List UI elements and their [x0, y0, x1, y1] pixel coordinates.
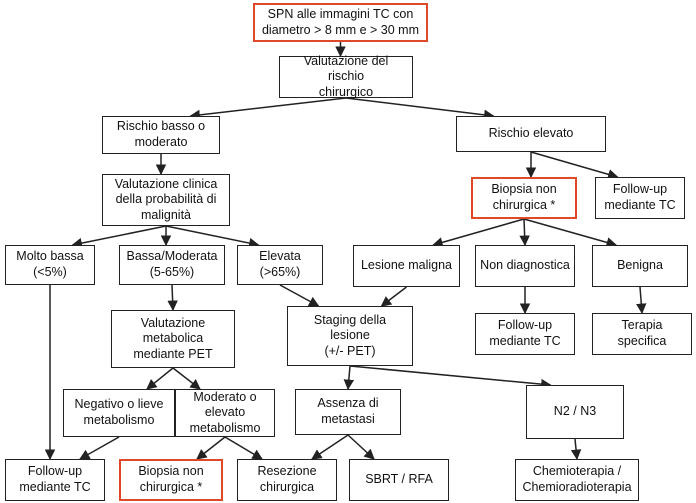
node-label: N2 / N3 — [553, 404, 597, 419]
edge-n5-n10 — [165, 225, 260, 249]
node-label: Rischio basso o moderato — [116, 119, 206, 149]
edge-n13-n17 — [636, 286, 647, 315]
node-label: Follow-up mediante TC — [604, 182, 676, 212]
edge-n6-n12 — [519, 218, 530, 247]
node-follow-up-tc-right: Follow-up mediante TC — [595, 177, 685, 219]
node-label: Bassa/Moderata (5-65%) — [126, 249, 218, 279]
node-resezione-chirurgica: Resezione chirurgica — [237, 459, 337, 501]
node-label: Resezione chirurgica — [257, 464, 317, 494]
node-label: SPN alle immagini TC con diametro > 8 mm… — [261, 6, 419, 37]
node-label: Chemioterapia / Chemioradioterapia — [522, 464, 632, 494]
node-label: Non diagnostica — [480, 258, 570, 273]
node-spn-entry: SPN alle immagini TC con diametro > 8 mm… — [253, 3, 428, 42]
edge-n14-n19 — [172, 367, 201, 390]
edge-n4-n7 — [530, 151, 619, 180]
node-follow-up-tc-mid: Follow-up mediante TC — [475, 313, 575, 355]
node-rischio-basso-moderato: Rischio basso o moderato — [102, 116, 220, 154]
node-label: Terapia specifica — [617, 318, 667, 348]
node-label: Lesione maligna — [360, 258, 453, 273]
node-label: Valutazione clinica della probabilità di… — [114, 176, 218, 222]
node-label: Valutazione metabolica mediante PET — [133, 315, 213, 361]
edge-n19-n23 — [196, 436, 226, 460]
node-valutazione-clinica: Valutazione clinica della probabilità di… — [102, 174, 230, 226]
edge-n6-n13 — [523, 218, 618, 248]
node-n2-n3: N2 / N3 — [526, 385, 624, 439]
node-negativo-lieve-metabolismo: Negativo o lieve metabolismo — [63, 389, 175, 437]
node-staging-lesione: Staging della lesione (+/- PET) — [287, 306, 413, 366]
node-assenza-metastasi: Assenza di metastasi — [295, 389, 401, 435]
node-non-diagnostica: Non diagnostica — [475, 245, 575, 287]
node-label: Negativo o lieve metabolismo — [74, 397, 164, 427]
edge-n19-n24 — [224, 436, 263, 460]
node-label: SBRT / RFA — [365, 472, 433, 487]
node-label: Follow-up mediante TC — [489, 318, 561, 348]
node-lesione-maligna: Lesione maligna — [353, 245, 460, 287]
node-label: Staging della lesione (+/- PET) — [313, 312, 387, 358]
node-elevata: Elevata (>65%) — [237, 245, 323, 285]
edge-n15-n20 — [343, 365, 355, 391]
node-rischio-elevato: Rischio elevato — [456, 116, 606, 152]
node-chemioterapia: Chemioterapia / Chemioradioterapia — [515, 459, 639, 501]
node-label: Biopsia non chirurgica * — [491, 182, 557, 212]
edge-n14-n18 — [146, 367, 174, 390]
node-label: Benigna — [617, 258, 663, 273]
node-label: Rischio elevato — [488, 126, 574, 141]
node-label: Elevata (>65%) — [259, 249, 301, 279]
edge-n9-n14 — [167, 284, 178, 312]
node-sbrt-rfa: SBRT / RFA — [349, 459, 449, 501]
node-label: Assenza di metastasi — [317, 396, 379, 426]
node-benigna: Benigna — [592, 245, 688, 287]
edge-n5-n8 — [71, 225, 167, 249]
node-biopsia-non-chirurgica-top: Biopsia non chirurgica * — [471, 177, 577, 219]
edge-n10-n15 — [279, 284, 320, 307]
node-molto-bassa: Molto bassa (<5%) — [5, 245, 95, 285]
edge-n2-n4 — [345, 97, 495, 121]
edge-n6-n11 — [432, 218, 525, 248]
node-label: Follow-up mediante TC — [19, 464, 91, 494]
node-valutazione-rischio-chirurgico: Valutazione del rischio chirurgico — [279, 53, 413, 99]
edge-n2-n3 — [189, 97, 347, 121]
edge-n20-n24 — [311, 434, 349, 460]
node-valutazione-metabolica-pet: Valutazione metabolica mediante PET — [111, 310, 235, 368]
node-moderato-elevato-metabolismo: Moderato o elevato metabolismo — [175, 389, 275, 437]
edge-n18-n22 — [79, 436, 120, 460]
node-follow-up-tc-bottom: Follow-up mediante TC — [5, 459, 105, 501]
node-terapia-specifica: Terapia specifica — [592, 313, 692, 355]
edge-n15-n21 — [349, 365, 552, 390]
node-label: Valutazione del rischio chirurgico — [303, 53, 389, 99]
edge-n11-n15 — [380, 286, 407, 307]
node-label: Moderato o elevato metabolismo — [189, 389, 261, 435]
node-label: Molto bassa (<5%) — [16, 249, 84, 279]
edge-n20-n25 — [347, 434, 375, 460]
node-label: Biopsia non chirurgica * — [138, 464, 204, 494]
edge-n21-n26 — [570, 438, 582, 461]
node-bassa-moderata: Bassa/Moderata (5-65%) — [119, 245, 225, 285]
node-biopsia-non-chirurgica-bottom: Biopsia non chirurgica * — [119, 459, 223, 501]
